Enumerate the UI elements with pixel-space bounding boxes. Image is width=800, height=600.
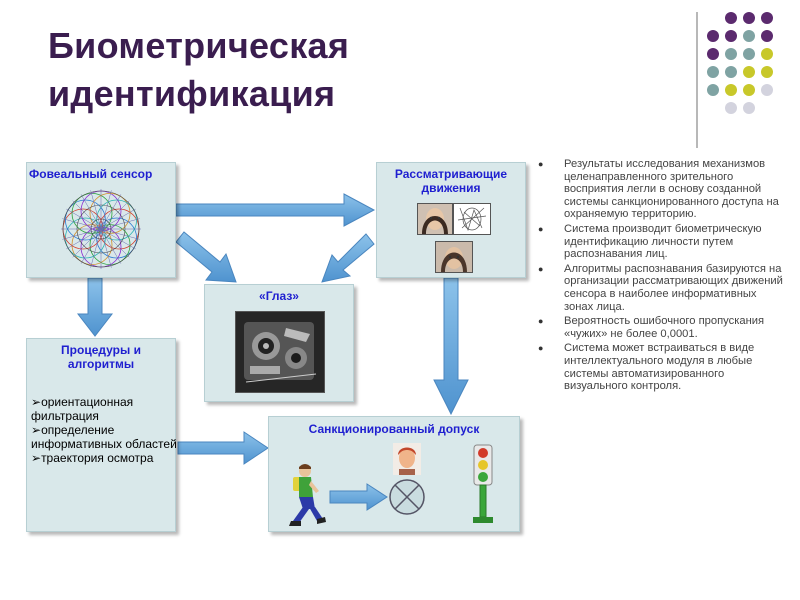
procedure-item: ➢ориентационная фильтрация — [31, 395, 134, 423]
bullet-item: ●Алгоритмы распознавания базируются на о… — [538, 262, 783, 313]
eye-movements-title: Рассматривающие движения — [377, 167, 525, 195]
decorative-dot — [743, 102, 755, 114]
decorative-dot — [725, 30, 737, 42]
slide-title: Биометрическая идентификация — [48, 22, 608, 118]
decorative-dot — [707, 48, 719, 60]
decorative-dot — [743, 30, 755, 42]
procedures-title: Процедуры и алгоритмы — [27, 343, 175, 371]
decorative-dot — [743, 84, 755, 96]
decorative-dot — [725, 12, 737, 24]
arrow-movements-to-eye — [321, 233, 375, 283]
eye-device-photo — [235, 311, 325, 393]
decorative-dot — [725, 84, 737, 96]
procedure-item: ➢траектория осмотра — [31, 451, 154, 465]
access-box: Санкционированный допуск — [268, 416, 520, 532]
gate-circle-icon — [389, 479, 425, 515]
arrow-foveal-to-eye — [175, 231, 237, 283]
decorative-dot — [743, 48, 755, 60]
decorative-dot — [707, 66, 719, 78]
decorative-dot — [725, 48, 737, 60]
decorative-dot — [707, 30, 719, 42]
arrow-foveal-to-procedures — [76, 277, 114, 337]
face-photo-2-icon — [435, 241, 473, 273]
decorative-divider — [696, 12, 698, 148]
arrow-icon — [329, 483, 388, 511]
face-sketch-icon — [453, 203, 491, 235]
access-title: Санкционированный допуск — [308, 422, 480, 436]
decorative-dot — [743, 12, 755, 24]
bullet-item: ●Система может встраиваться в виде интел… — [538, 342, 755, 393]
decorative-dot — [761, 12, 773, 24]
arrow-movements-to-access — [433, 277, 469, 416]
decorative-dot — [725, 66, 737, 78]
title-line-2: идентификация — [48, 73, 336, 114]
face-photo-icon — [417, 203, 453, 235]
walking-person-icon — [289, 464, 326, 526]
bullet-item: ●Вероятность ошибочного пропускания «чуж… — [538, 315, 765, 340]
bullet-marker-icon: ● — [538, 223, 544, 234]
eye-movements-title-line-1: Рассматривающие — [394, 167, 508, 181]
face-photo-icon — [393, 443, 421, 475]
foveal-sensor-pattern-icon — [61, 189, 141, 269]
decorative-dot — [761, 30, 773, 42]
decorative-dot-grid — [0, 0, 800, 150]
bullet-list: ●Результаты исследования механизмов целе… — [538, 158, 784, 395]
bullet-item: ●Результаты исследования механизмов целе… — [538, 158, 779, 221]
procedures-box: Процедуры и алгоритмы ➢ориентационная фи… — [26, 338, 177, 532]
bullet-marker-icon: ● — [538, 263, 544, 274]
eye-movements-box: Рассматривающие движения — [376, 162, 526, 278]
foveal-sensor-box: Фовеальный сенсор — [26, 162, 176, 278]
decorative-dot — [725, 102, 737, 114]
decorative-dot — [707, 84, 719, 96]
bullet-marker-icon: ● — [538, 316, 544, 327]
decorative-dot — [761, 48, 773, 60]
bullet-marker-icon: ● — [538, 159, 544, 169]
bullet-marker-icon: ● — [538, 343, 544, 354]
arrow-procedures-to-access — [177, 431, 269, 465]
eye-title: «Глаз» — [259, 289, 299, 303]
title-line-1: Биометрическая — [48, 25, 350, 66]
eye-box: «Глаз» — [204, 284, 354, 402]
decorative-dot — [743, 66, 755, 78]
decorative-dot — [761, 84, 773, 96]
procedures-list: ➢ориентационная фильтрация ➢определение … — [31, 395, 177, 465]
bullet-item: ●Система производит биометрическую идент… — [538, 222, 762, 261]
traffic-light-icon — [473, 444, 493, 523]
procedures-title-line-2: алгоритмы — [67, 357, 135, 371]
eye-movements-title-line-2: движения — [421, 181, 481, 195]
procedure-item: ➢определение информативных областей — [31, 423, 177, 451]
decorative-dot — [761, 66, 773, 78]
foveal-sensor-title: Фовеальный сенсор — [29, 167, 153, 181]
procedures-title-line-1: Процедуры и — [61, 343, 141, 357]
arrow-foveal-to-movements — [175, 193, 376, 227]
